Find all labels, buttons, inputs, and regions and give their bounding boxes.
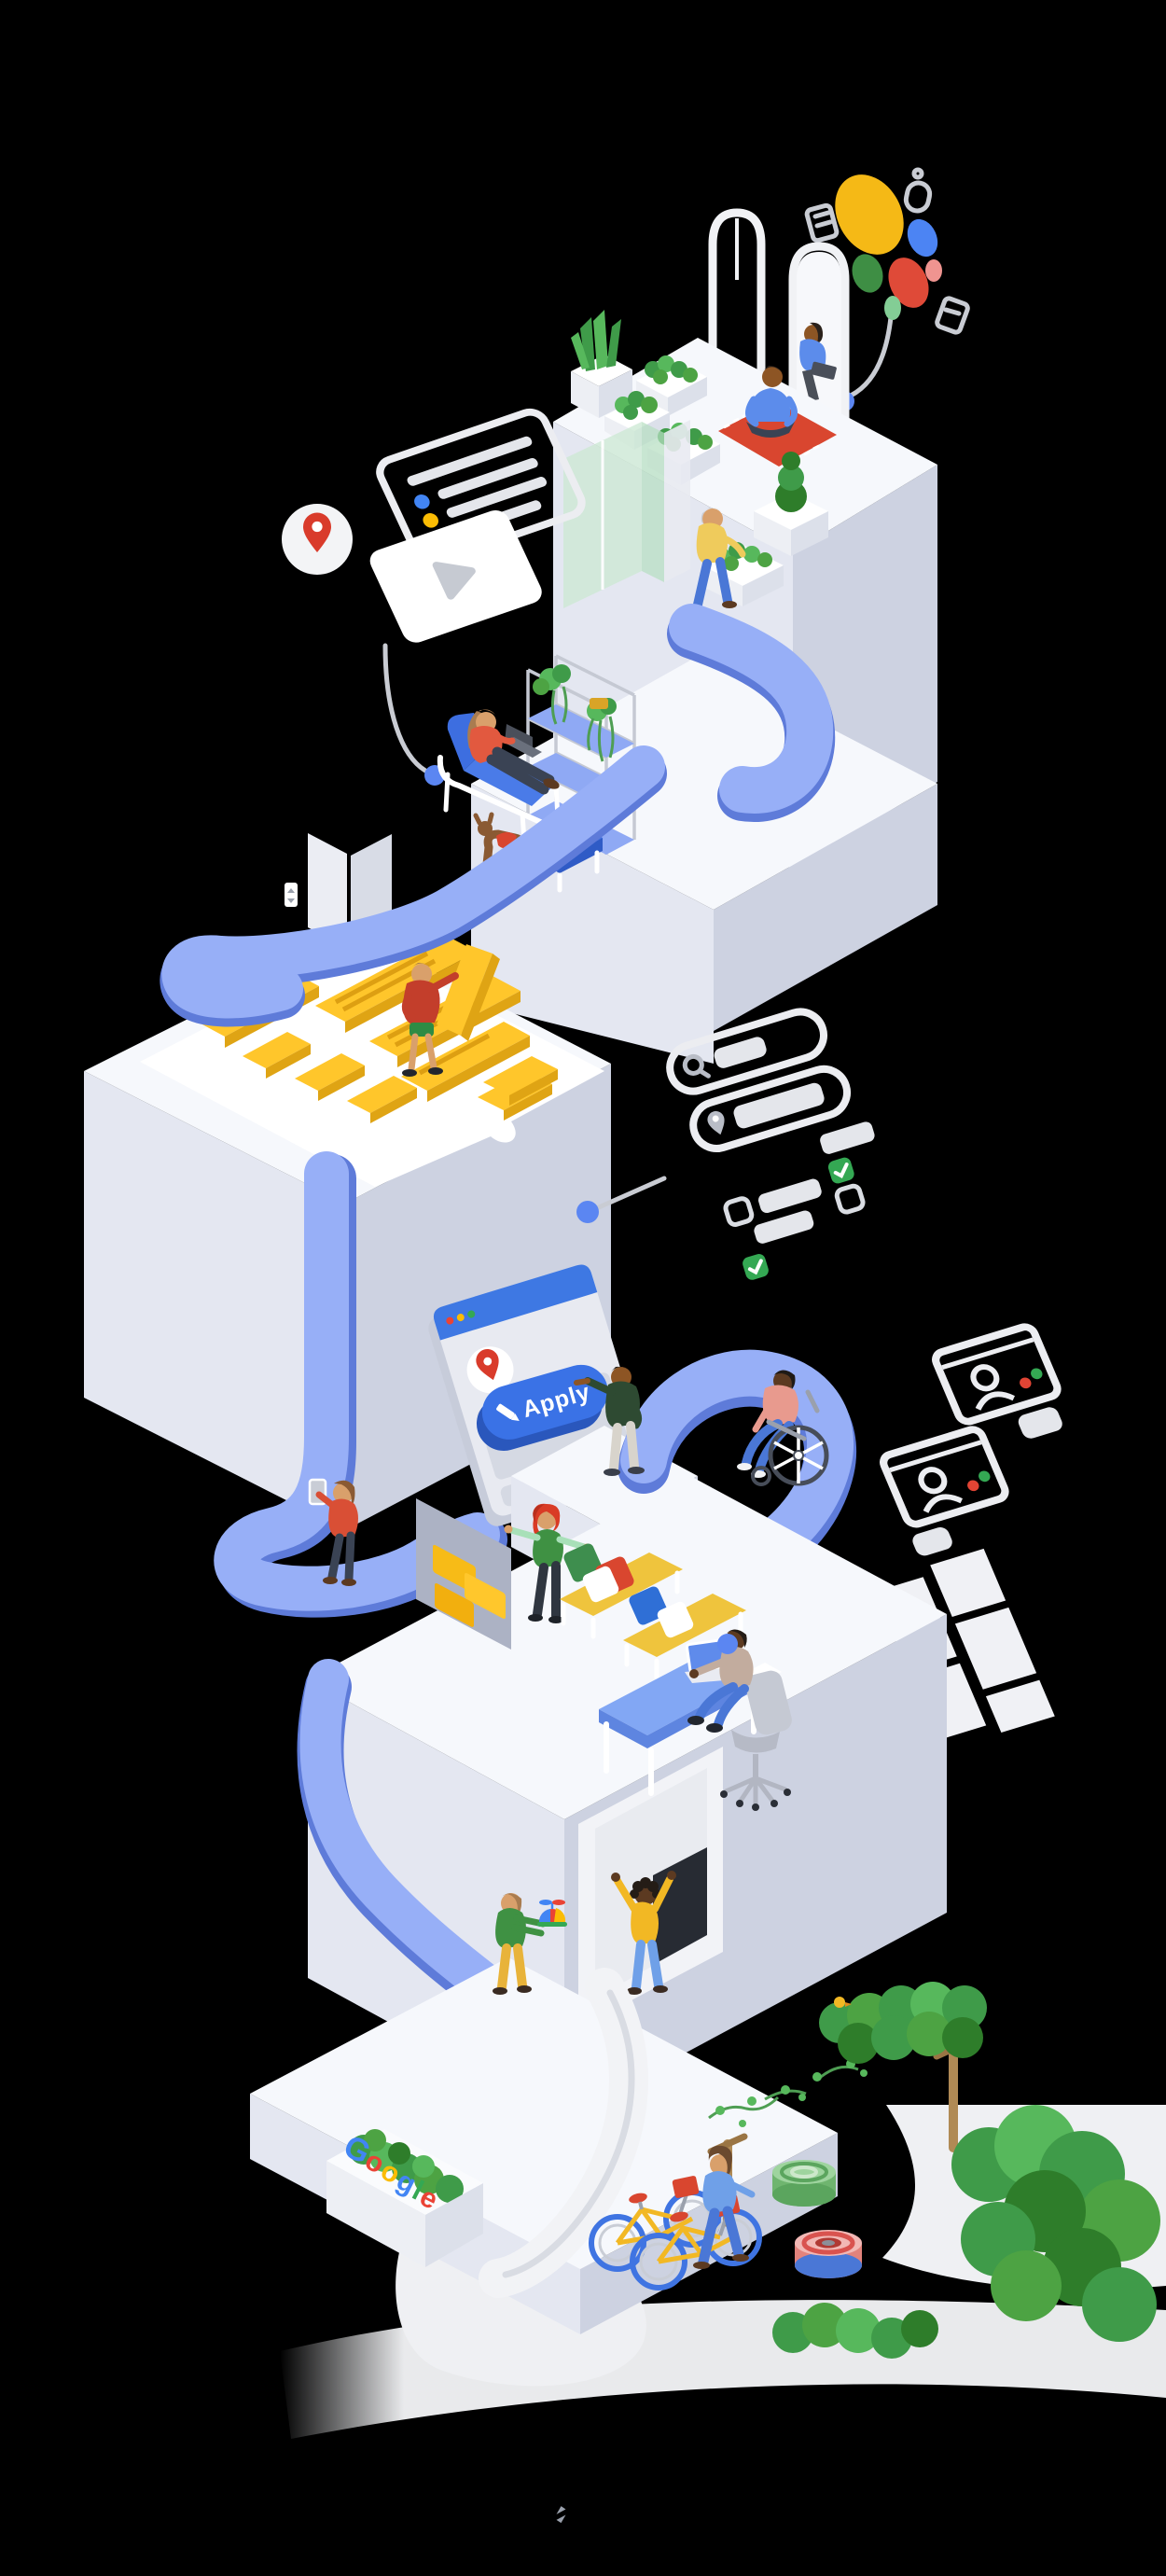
bench	[560, 1543, 683, 1639]
accept-call-dot	[1031, 1368, 1043, 1380]
video-call-float	[880, 1323, 1062, 1556]
path-node	[576, 1201, 599, 1223]
balloon-yellow	[835, 174, 904, 255]
snake-plant	[571, 310, 632, 418]
person-greeter	[493, 1893, 567, 1995]
person-with-bike	[693, 2145, 756, 2269]
person-building-cv	[401, 944, 500, 1077]
cv-face-left	[84, 1071, 345, 1530]
pillow-white	[582, 1566, 619, 1603]
balloon-pink	[925, 259, 942, 282]
checkbox-icon	[834, 1183, 866, 1215]
person-lounging-laptop	[467, 709, 560, 795]
traffic-dot-red	[446, 1316, 454, 1325]
lounge-face-right	[714, 784, 937, 1031]
balloon-string	[848, 314, 894, 398]
avatar	[918, 1467, 948, 1495]
tube-slide	[479, 1968, 648, 2298]
pillow-white	[657, 1601, 694, 1638]
pencil-icon	[496, 1403, 520, 1421]
person-at-desk	[687, 1629, 754, 1733]
topiary-plant	[754, 452, 828, 556]
avatar	[970, 1364, 1000, 1392]
balloon-blue	[907, 218, 938, 258]
checkbox-icon	[723, 1196, 755, 1227]
large-bush	[951, 2105, 1160, 2342]
doodle-icon	[804, 167, 970, 335]
hanging-plant	[533, 664, 617, 762]
ribbon-garden-lounge	[669, 604, 834, 814]
kanban-card	[954, 1607, 1037, 1690]
traffic-dot-yellow	[456, 1314, 465, 1322]
video-call-window	[880, 1426, 1009, 1556]
balloon-red	[888, 258, 929, 308]
sticky-note	[465, 1572, 506, 1619]
end-call-dot	[1020, 1377, 1032, 1389]
dot-blue	[414, 494, 430, 509]
sticky-note-wall	[416, 1498, 511, 1650]
connector-line	[596, 1176, 667, 1210]
ribbon-slide	[299, 1659, 507, 2006]
path-node	[717, 1634, 738, 1654]
video-card	[369, 509, 542, 643]
video-call-window	[932, 1323, 1062, 1439]
map-pin-icon	[476, 1349, 499, 1381]
vines	[708, 2046, 889, 2127]
bench	[623, 1586, 746, 1680]
google-bike	[630, 2194, 762, 2291]
bird-icon	[834, 1997, 852, 2008]
location-bar	[689, 1065, 852, 1152]
lifted-block	[437, 944, 500, 1041]
map-pin-icon	[303, 512, 331, 552]
person-applying	[574, 1366, 645, 1476]
filter-checklist	[723, 1121, 875, 1280]
play-icon	[432, 562, 476, 600]
person-arriving	[611, 1871, 676, 1995]
balloon-cluster-icon	[804, 167, 970, 411]
bike-basket	[672, 2176, 700, 2198]
person-gardener	[688, 507, 746, 612]
hedge	[349, 2129, 464, 2203]
search-bar	[666, 1008, 827, 1095]
end-call-dot	[967, 1480, 979, 1492]
job-listing-float	[282, 408, 586, 786]
ribbon-lounge-cv	[161, 745, 665, 1019]
browser-titlebar	[433, 1264, 598, 1341]
wheelchair-icon	[751, 1389, 829, 1486]
connector-line	[382, 643, 428, 773]
hedge-row	[819, 1982, 987, 2064]
small-bushes	[772, 2303, 938, 2359]
kanban-card	[985, 1679, 1055, 1734]
office-chair	[720, 1670, 792, 1811]
dot-yellow	[423, 513, 439, 528]
balloon-mint	[884, 296, 901, 320]
glass-elevator	[563, 420, 690, 608]
garden-stool-green	[772, 2160, 836, 2207]
sticky-note	[435, 1582, 474, 1627]
traffic-dot-green	[467, 1310, 476, 1318]
checkbox-checked-icon	[743, 1254, 769, 1280]
google-planter-sign: G o o g l e	[326, 2128, 483, 2267]
checkbox-checked-icon	[827, 1157, 854, 1184]
person-window-laptop	[799, 322, 837, 401]
map-pin-icon	[707, 1110, 725, 1135]
magnifier-icon	[682, 1053, 711, 1079]
person-wheelchair	[737, 1370, 829, 1486]
accept-call-dot	[979, 1470, 991, 1483]
person-meditating	[745, 366, 798, 438]
kanban-card	[930, 1548, 1006, 1617]
person-phone	[308, 1478, 358, 1586]
person-hijab	[504, 1503, 591, 1623]
balloon-green	[852, 254, 883, 293]
search-panel-float	[576, 1008, 875, 1280]
garden-stool-red	[795, 2230, 862, 2278]
noogler-hat-icon	[537, 1900, 567, 1927]
